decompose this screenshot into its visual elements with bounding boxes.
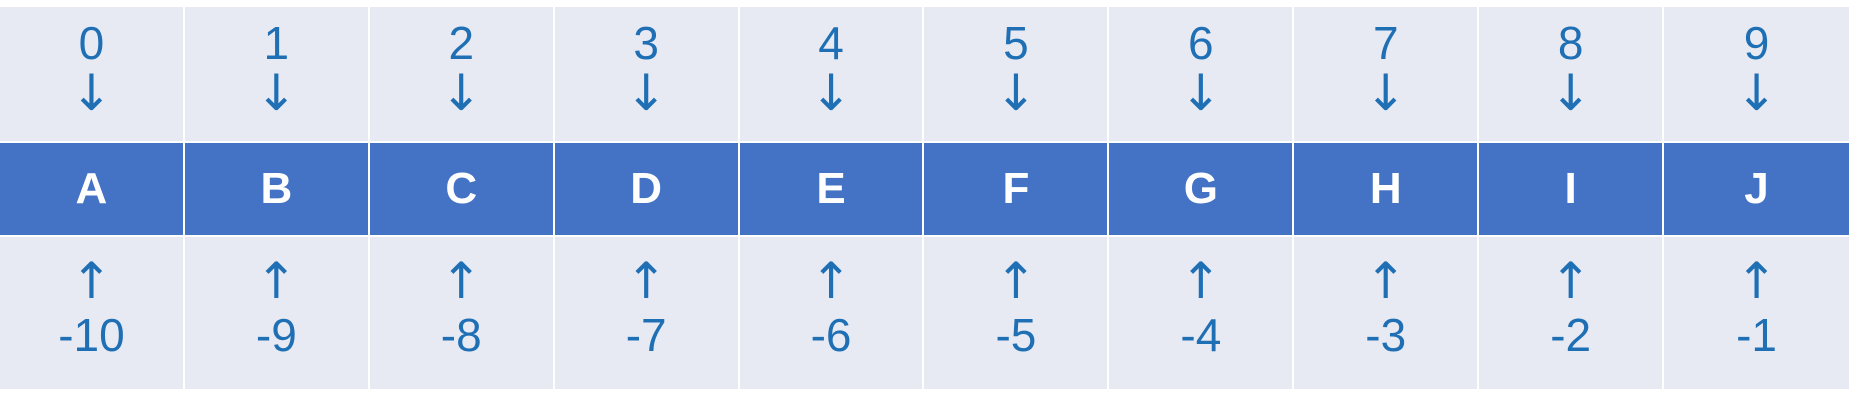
up-arrow-icon: ↑: [994, 252, 1037, 310]
element-label: H: [1369, 164, 1402, 213]
element-label: E: [816, 164, 846, 213]
up-arrow-icon: ↑: [625, 252, 668, 310]
element-label: A: [75, 164, 108, 213]
negative-index-cell: ↑ -2: [1479, 237, 1665, 389]
negative-index: -8: [440, 309, 482, 361]
down-arrow-icon: ↓: [1735, 64, 1778, 122]
up-arrow-icon: ↑: [1549, 252, 1592, 310]
positive-index-cell: 8 ↓: [1479, 7, 1665, 143]
element-cell: B: [184, 143, 370, 237]
negative-index: -5: [995, 309, 1037, 361]
index-diagram: 0 ↓ 1 ↓ 2 ↓ 3 ↓ 4 ↓ 5 ↓ 6 ↓ 7 ↓ 8 ↓ 9 ↓ …: [0, 7, 1849, 389]
element-cell: J: [1664, 143, 1849, 237]
up-arrow-icon: ↑: [1735, 252, 1778, 310]
up-arrow-icon: ↑: [810, 252, 852, 310]
negative-index: -4: [1180, 309, 1222, 361]
negative-index-cell: ↑ -7: [554, 237, 740, 389]
element-cell: F: [924, 143, 1110, 237]
positive-index-cell: 7 ↓: [1294, 7, 1480, 143]
negative-index-cell: ↑ -8: [369, 237, 555, 389]
negative-index: -2: [1550, 309, 1592, 361]
element-label: C: [445, 164, 478, 213]
negative-index: -3: [1365, 309, 1407, 361]
down-arrow-icon: ↓: [1179, 64, 1222, 122]
positive-index: 8: [1557, 17, 1584, 69]
element-cell: E: [739, 143, 925, 237]
negative-index-cell: ↑ -6: [739, 237, 925, 389]
positive-index: 0: [78, 17, 105, 69]
positive-index: 9: [1743, 17, 1770, 69]
up-arrow-icon: ↑: [255, 252, 298, 310]
element-cell: D: [554, 143, 740, 237]
down-arrow-icon: ↓: [810, 64, 852, 122]
positive-index: 3: [633, 17, 659, 69]
positive-index: 1: [263, 17, 290, 69]
negative-index: -1: [1736, 309, 1777, 361]
positive-index: 6: [1188, 17, 1214, 69]
element-label: D: [630, 164, 663, 213]
down-arrow-icon: ↓: [440, 64, 483, 122]
element-label: B: [260, 164, 293, 213]
element-label: I: [1564, 164, 1577, 213]
positive-index: 2: [448, 17, 475, 69]
negative-index-cell: ↑ -9: [184, 237, 370, 389]
down-arrow-icon: ↓: [1364, 64, 1407, 122]
element-cell: G: [1109, 143, 1295, 237]
down-arrow-icon: ↓: [1549, 64, 1592, 122]
up-arrow-icon: ↑: [1179, 252, 1222, 310]
positive-index: 5: [1003, 17, 1029, 69]
down-arrow-icon: ↓: [70, 64, 113, 122]
element-label: G: [1183, 164, 1218, 213]
down-arrow-icon: ↓: [625, 64, 668, 122]
negative-index: -10: [58, 309, 125, 361]
positive-index-cell: 0 ↓: [0, 7, 185, 143]
negative-index-cell: ↑ -5: [924, 237, 1110, 389]
up-arrow-icon: ↑: [70, 252, 113, 310]
up-arrow-icon: ↑: [440, 252, 483, 310]
positive-index-cell: 5 ↓: [924, 7, 1110, 143]
up-arrow-icon: ↑: [1364, 252, 1407, 310]
element-label: J: [1744, 164, 1769, 213]
negative-index-cell: ↑ -4: [1109, 237, 1295, 389]
positive-index-cell: 9 ↓: [1664, 7, 1849, 143]
positive-index-cell: 6 ↓: [1109, 7, 1295, 143]
positive-index: 4: [818, 17, 844, 69]
down-arrow-icon: ↓: [255, 64, 298, 122]
negative-index: -6: [810, 309, 852, 361]
negative-index: -7: [625, 309, 667, 361]
negative-index-cell: ↑ -10: [0, 237, 185, 389]
element-cell: A: [0, 143, 185, 237]
positive-index-cell: 1 ↓: [184, 7, 370, 143]
positive-index: 7: [1372, 17, 1399, 69]
positive-index-cell: 4 ↓: [739, 7, 925, 143]
negative-index-cell: ↑ -1: [1664, 237, 1849, 389]
element-cell: H: [1294, 143, 1480, 237]
element-cell: I: [1479, 143, 1665, 237]
negative-index: -9: [255, 309, 297, 361]
element-label: F: [1002, 164, 1030, 213]
positive-index-cell: 3 ↓: [554, 7, 740, 143]
down-arrow-icon: ↓: [994, 64, 1037, 122]
element-cell: C: [369, 143, 555, 237]
negative-index-cell: ↑ -3: [1294, 237, 1480, 389]
positive-index-cell: 2 ↓: [369, 7, 555, 143]
